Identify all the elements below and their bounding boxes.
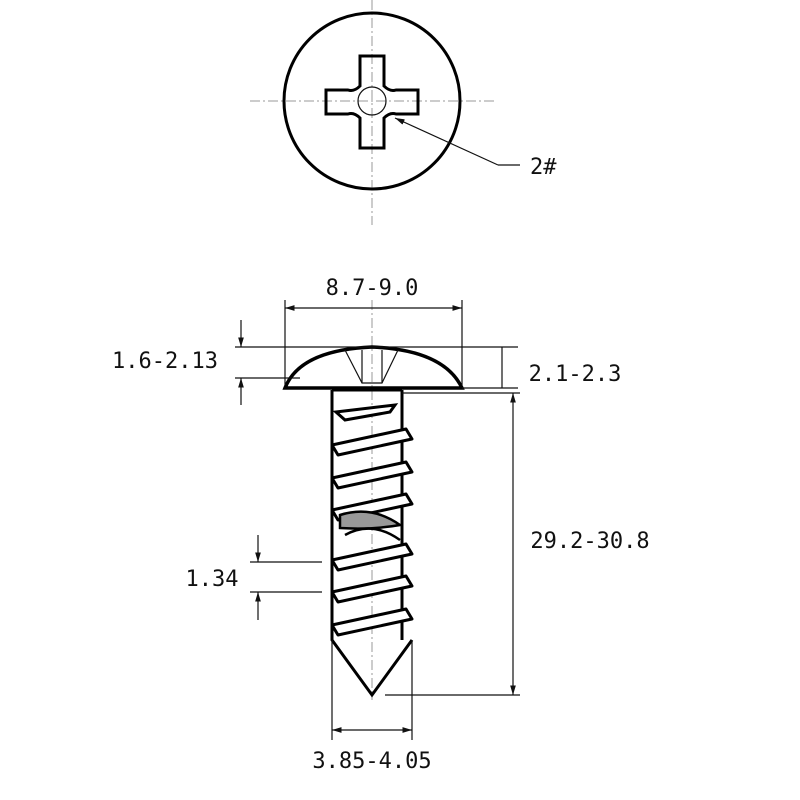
thread-pattern	[330, 403, 414, 637]
thread-crest	[330, 542, 414, 572]
thread-start	[332, 403, 399, 422]
thread-crest	[330, 607, 414, 637]
phillips-recess-icon	[324, 54, 420, 150]
thread-crest	[330, 574, 414, 604]
top-view: 2#	[250, 0, 557, 225]
thread-crest	[330, 460, 414, 490]
dimension-length: 29.2-30.8	[385, 392, 650, 696]
svg-text:29.2-30.8: 29.2-30.8	[530, 529, 649, 554]
svg-text:8.7-9.0: 8.7-9.0	[326, 276, 419, 301]
svg-text:2.1-2.3: 2.1-2.3	[529, 362, 622, 387]
dimension-thread-pitch: 1.34	[186, 535, 322, 620]
svg-text:1.6-2.13: 1.6-2.13	[112, 349, 218, 374]
recess-size-label: 2#	[530, 155, 557, 180]
dimension-head-thickness: 2.1-2.3	[372, 346, 622, 389]
svg-text:1.34: 1.34	[186, 567, 239, 592]
side-view	[282, 300, 465, 700]
dimension-head-height: 1.6-2.13	[112, 320, 372, 405]
svg-text:3.85-4.05: 3.85-4.05	[312, 749, 431, 774]
dimension-head-diameter: 8.7-9.0	[284, 276, 463, 385]
dimension-thread-diameter: 3.85-4.05	[312, 640, 432, 774]
thread-crest	[330, 427, 414, 457]
